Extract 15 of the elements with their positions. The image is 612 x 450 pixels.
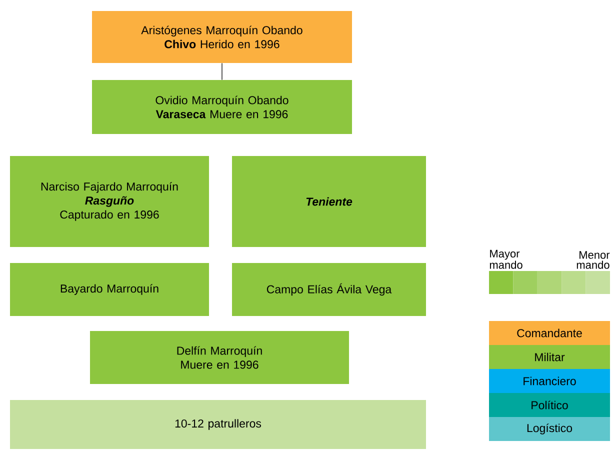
person-box: Narciso Fajardo Marroquín Rasguño Capturado en 1996 <box>10 156 209 247</box>
person-box: 10-12 patrulleros <box>10 400 426 449</box>
person-box: Teniente <box>232 156 426 247</box>
legend-label: Financiero <box>524 376 576 386</box>
person-box: Bayardo Marroquín <box>10 263 209 316</box>
legend-label: Político <box>532 400 568 410</box>
legend-label: Logístico <box>527 424 572 434</box>
person-box: Campo Elías Ávila Vega <box>232 263 426 316</box>
person-box: Ovidio Marroquín Obando Varaseca Muere en 1996 <box>92 80 352 134</box>
legend-label: Militar <box>535 352 565 362</box>
scale-label: Menor mando <box>576 251 610 269</box>
scale-label: Mayor mando <box>490 250 522 269</box>
person-box: Delfín Marroquín Muere en 1996 <box>90 331 349 384</box>
person-box: Aristógenes Marroquín Obando Chivo Herido en 1996 <box>92 11 352 63</box>
legend-label: Comandante <box>517 328 582 338</box>
